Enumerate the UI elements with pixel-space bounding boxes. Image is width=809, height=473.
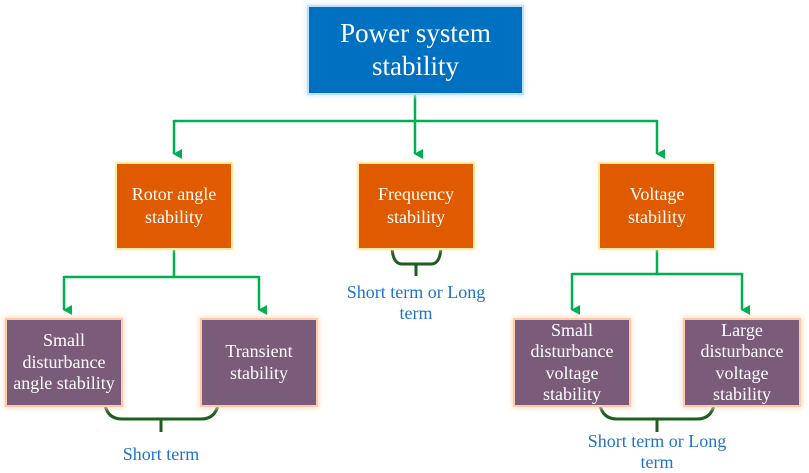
node-voltage-stability: Voltage stability: [600, 164, 714, 248]
voltage-note-line1: Short term or Long: [587, 431, 727, 451]
large-voltage-line3: voltage: [715, 362, 769, 383]
root-label-line2: stability: [372, 51, 459, 81]
large-voltage-line1: Large: [721, 319, 763, 340]
frequency-note-line1: Short term or Long: [346, 282, 486, 302]
frequency-note-line2: term: [399, 303, 433, 323]
node-large-disturbance-voltage-stability: Large disturbance voltage stability: [685, 320, 799, 405]
small-angle-line3: angle stability: [13, 373, 115, 394]
small-voltage-line2: disturbance: [530, 341, 614, 361]
rotor-label-line2: stability: [144, 207, 203, 227]
voltage-note-line2: term: [640, 452, 674, 472]
node-transient-stability: Transient stability: [202, 320, 316, 405]
rotor-brace: [103, 404, 220, 432]
rotor-note-line1: Short term: [122, 444, 200, 464]
small-voltage-line1: Small: [550, 319, 593, 340]
voltage-label-line2: stability: [628, 207, 686, 227]
node-frequency-stability: Frequency stability: [359, 164, 473, 248]
rotor-label-line1: Rotor angle: [131, 184, 217, 204]
voltage-brace: [598, 404, 716, 432]
frequency-label-line2: stability: [386, 207, 445, 227]
frequency-label-line1: Frequency: [378, 184, 454, 204]
transient-line1: Transient: [225, 341, 293, 361]
node-rotor-angle-stability: Rotor angle stability: [117, 164, 231, 248]
frequency-brace: [390, 247, 443, 276]
large-voltage-line4: stability: [713, 384, 771, 404]
small-angle-line2: disturbance: [22, 351, 106, 372]
voltage-time-frame-note: Short term or Long term: [557, 431, 757, 473]
small-angle-line1: Small: [42, 330, 85, 351]
transient-line2: stability: [230, 362, 288, 383]
voltage-label-line1: Voltage: [629, 184, 685, 204]
root-node-power-system-stability: Power system stability: [309, 7, 522, 93]
rotor-time-frame-note: Short term: [61, 444, 261, 465]
node-small-disturbance-angle-stability: Small disturbance angle stability: [7, 320, 121, 405]
root-label-line1: Power system: [340, 18, 491, 48]
node-small-disturbance-voltage-stability: Small disturbance voltage stability: [515, 320, 629, 405]
frequency-time-frame-note: Short term or Long term: [316, 282, 516, 324]
small-voltage-line4: stability: [543, 384, 601, 404]
large-voltage-line2: disturbance: [700, 341, 784, 361]
small-voltage-line3: voltage: [545, 362, 599, 383]
